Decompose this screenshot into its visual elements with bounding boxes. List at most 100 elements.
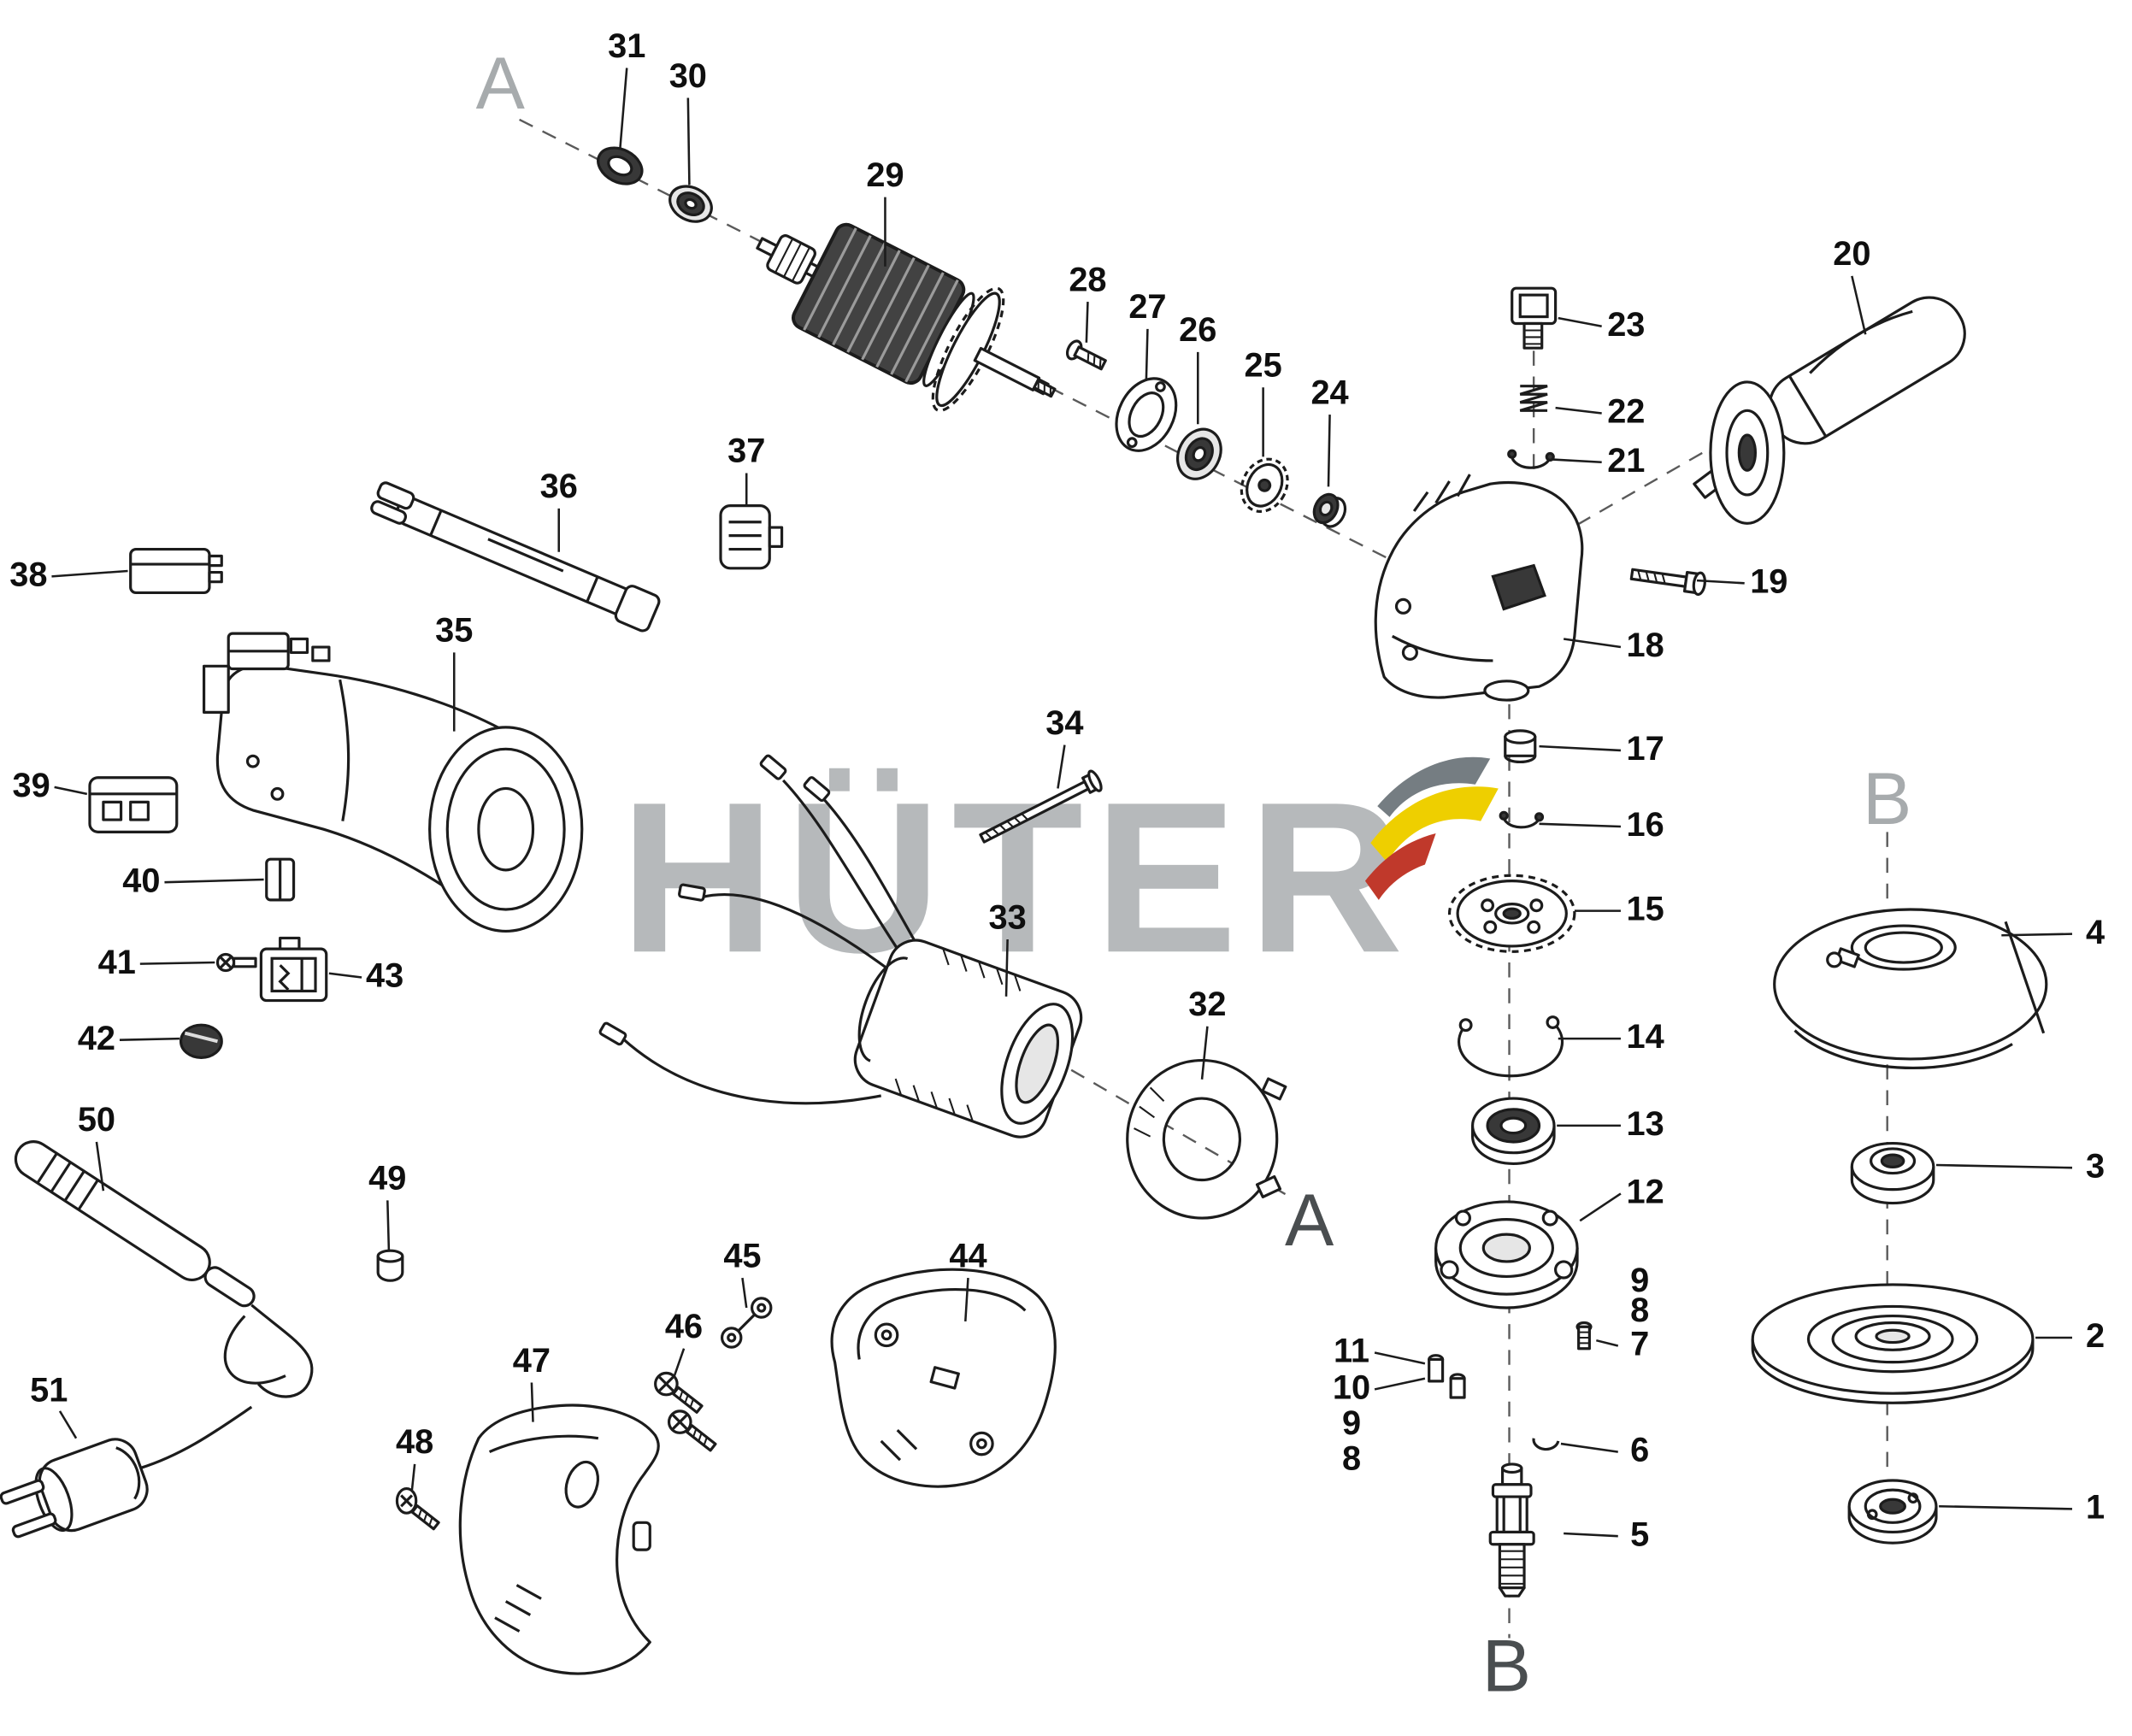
part-14-snap-ring [1458,1015,1564,1078]
part-36-brush-bridge [370,481,661,633]
part-51-power-plug [0,1405,253,1539]
part-30-bearing [668,185,713,223]
part-label-19: 19 [1750,562,1787,600]
part-34-long-screw [979,769,1103,844]
assembly-axis-lines [519,118,1888,1639]
leader-lines [51,68,2073,1538]
part-label-51: 51 [30,1372,68,1409]
brand-logo-icon [1364,756,1499,900]
part-48-screw [395,1486,440,1531]
part-label-10: 10 [1333,1369,1370,1407]
part-label-50: 50 [78,1101,115,1139]
part-47-housing-cover [458,1404,660,1675]
part-40-insert [265,857,296,902]
part-label-31: 31 [608,27,645,65]
part-label-8-right: 8 [1630,1292,1649,1329]
part-label-12: 12 [1626,1174,1664,1211]
part-label-15: 15 [1626,891,1664,928]
part-label-44: 44 [949,1237,986,1274]
watermark-text: HÜTER [620,758,1414,997]
part-15-spur-gear [1447,874,1576,953]
part-12-bearing-flange [1434,1200,1579,1309]
part-20-side-handle [1693,296,1966,525]
part-label-18: 18 [1626,627,1664,664]
part-label-42: 42 [78,1020,115,1057]
part-label-9-right: 9 [1630,1262,1649,1299]
part-label-5: 5 [1630,1515,1649,1553]
part-label-43: 43 [366,957,403,995]
part-label-36: 36 [540,468,578,505]
part-28-screw [1065,339,1107,371]
callout-labels: 31 30 29 28 27 26 25 24 23 22 21 20 19 1… [9,27,2105,1554]
part-label-11: 11 [1334,1333,1369,1370]
part-13-bearing [1470,1097,1556,1165]
part-29-armature [756,222,1057,412]
part-label-41: 41 [98,944,136,981]
part-label-6: 6 [1630,1432,1649,1469]
part-33-stator [598,754,1083,1139]
part-label-33: 33 [988,898,1026,936]
part-label-27: 27 [1128,288,1166,326]
part-35-motor-housing [202,632,584,933]
part-label-1: 1 [2086,1489,2105,1527]
part-45-lever [720,1297,773,1349]
part-3-inner-flange [1850,1141,1935,1205]
part-31-seal-ring [597,146,644,185]
part-label-4: 4 [2086,914,2105,951]
part-label-40: 40 [122,862,160,899]
part-50-cable-sleeve [14,1140,314,1398]
part-label-3: 3 [2086,1147,2105,1185]
watermark: HÜTER [620,756,1499,997]
part-label-28: 28 [1069,261,1106,298]
part-32-baffle-plate [1126,1058,1287,1220]
part-label-7: 7 [1630,1326,1649,1363]
part-25-pinion-gear [1240,457,1289,513]
section-markers: A A B B [476,43,1912,1707]
part-27-bearing-plate [1115,377,1178,452]
part-label-49: 49 [368,1160,406,1198]
part-label-2: 2 [2086,1317,2105,1355]
part-18-gear-housing [1374,474,1584,702]
part-38-module [129,547,223,595]
section-marker-b-bottom: B [1482,1626,1531,1708]
part-label-32: 32 [1188,986,1226,1023]
part-7-screw [1575,1321,1593,1351]
section-marker-a-bottom: A [1285,1180,1334,1262]
part-23-lock-button [1511,286,1558,350]
part-6-clip [1532,1438,1560,1451]
part-46-screws [654,1371,717,1452]
part-4-wheel-guard [1773,908,2048,1070]
part-label-34: 34 [1045,704,1083,742]
part-label-23: 23 [1607,306,1645,344]
part-24-nut [1312,492,1347,528]
part-label-9-left: 9 [1342,1404,1361,1442]
part-37-switch-plate [719,504,784,570]
part-42-brush-cap [179,1023,223,1059]
part-label-39: 39 [12,767,50,804]
part-label-8-left: 8 [1342,1439,1361,1477]
part-5-spindle [1488,1462,1535,1598]
part-label-38: 38 [9,556,47,593]
part-label-48: 48 [396,1423,433,1461]
parts-8-9-10-11-pins [1428,1354,1466,1399]
part-label-37: 37 [727,433,765,470]
part-21-clip [1507,449,1555,469]
part-label-17: 17 [1626,730,1664,768]
part-17-sleeve [1504,729,1537,764]
part-label-24: 24 [1310,374,1348,411]
part-1-outer-flange-nut [1847,1479,1938,1545]
part-label-25: 25 [1245,347,1282,385]
part-label-14: 14 [1626,1018,1664,1056]
part-41-screw [215,952,257,973]
part-label-29: 29 [866,156,904,194]
part-26-bearing [1175,427,1222,480]
part-43-brush-holder [259,936,328,1003]
section-marker-a-top: A [476,43,526,125]
part-label-13: 13 [1626,1105,1664,1143]
part-label-22: 22 [1607,393,1645,431]
part-label-16: 16 [1626,806,1664,844]
part-label-35: 35 [435,612,473,650]
part-19-screw [1629,568,1706,597]
part-44-switch-handle-housing [830,1268,1057,1488]
